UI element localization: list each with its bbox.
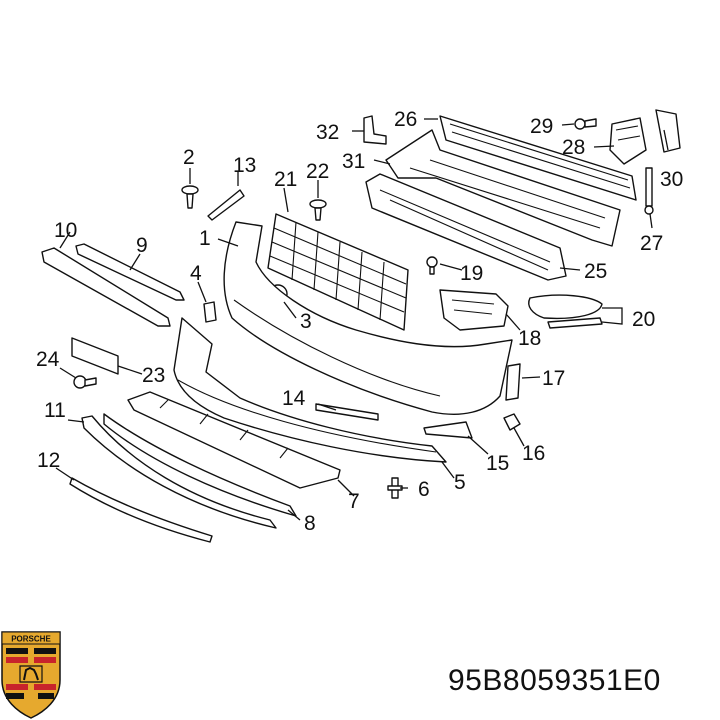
- part-31-bracket: [385, 129, 621, 247]
- callout-numbers: 1 2 3 4 5 6 7 8 9 10 11 12 13 14 15 16 1…: [36, 108, 683, 535]
- part-1-bumper-cover: [223, 221, 513, 415]
- callout-18: 18: [518, 327, 541, 350]
- callout-27: 27: [640, 232, 663, 255]
- part-29-bolt: [574, 118, 597, 130]
- part-18-side-grille: [439, 289, 509, 331]
- callout-1: 1: [199, 227, 211, 250]
- callout-4: 4: [190, 262, 202, 285]
- part-30-bracket: [655, 109, 681, 153]
- part-5-lower-panel: [173, 317, 447, 463]
- callout-5: 5: [454, 471, 466, 494]
- callout-14: 14: [282, 387, 306, 410]
- part-7-reinforcement: [127, 391, 341, 489]
- callout-28: 28: [562, 136, 585, 159]
- callout-15: 15: [486, 452, 509, 475]
- callout-20: 20: [632, 308, 655, 331]
- callout-25: 25: [584, 260, 607, 283]
- part-22-screw: [309, 199, 327, 221]
- leader-lines: [55, 118, 669, 521]
- part-9-strip: [75, 243, 185, 301]
- callout-32: 32: [316, 121, 339, 144]
- part-27-rod: [644, 167, 654, 215]
- callout-13: 13: [233, 154, 256, 177]
- part-19-clip: [426, 256, 438, 275]
- callout-9: 9: [136, 234, 148, 257]
- part-23-plate-bracket: [71, 337, 119, 375]
- callout-2: 2: [183, 146, 195, 169]
- callout-19: 19: [460, 262, 483, 285]
- callout-12: 12: [37, 449, 60, 472]
- callout-7: 7: [348, 490, 360, 513]
- part-16-cap: [503, 413, 521, 431]
- callout-29: 29: [530, 115, 553, 138]
- callout-11: 11: [44, 399, 66, 422]
- part-13-strip: [207, 189, 245, 221]
- callout-6: 6: [418, 478, 430, 501]
- part-10-strip: [41, 247, 171, 327]
- callout-8: 8: [304, 512, 316, 535]
- part-15-trim: [423, 421, 473, 439]
- callout-16: 16: [522, 442, 545, 465]
- part-25-absorber: [365, 173, 567, 281]
- part-20-bezel: [528, 294, 603, 329]
- part-28-bracket: [609, 117, 647, 165]
- part-11-lip: [81, 415, 277, 529]
- callout-31: 31: [342, 150, 365, 173]
- part-2-screw: [181, 185, 199, 209]
- part-32-clip: [363, 115, 387, 145]
- part-24-screw: [73, 375, 97, 389]
- porsche-crest-icon: PORSCHE: [1, 631, 61, 719]
- callout-17: 17: [542, 367, 565, 390]
- callout-21: 21: [274, 168, 297, 191]
- callout-26: 26: [394, 108, 417, 131]
- part-21-grille: [267, 213, 409, 331]
- part-12-lower-lip: [69, 477, 213, 543]
- part-4-clip: [203, 301, 217, 323]
- part-6-screw: [387, 477, 403, 499]
- callout-10: 10: [54, 219, 77, 242]
- callout-30: 30: [660, 168, 683, 191]
- callout-3: 3: [300, 310, 312, 333]
- callout-23: 23: [142, 364, 165, 387]
- part-number: 95B8059351E0: [448, 664, 661, 697]
- part-26-beam: [439, 115, 637, 201]
- logo-text: PORSCHE: [11, 635, 51, 644]
- callout-24: 24: [36, 348, 60, 371]
- callout-22: 22: [306, 160, 329, 183]
- part-17-reflector: [505, 363, 521, 401]
